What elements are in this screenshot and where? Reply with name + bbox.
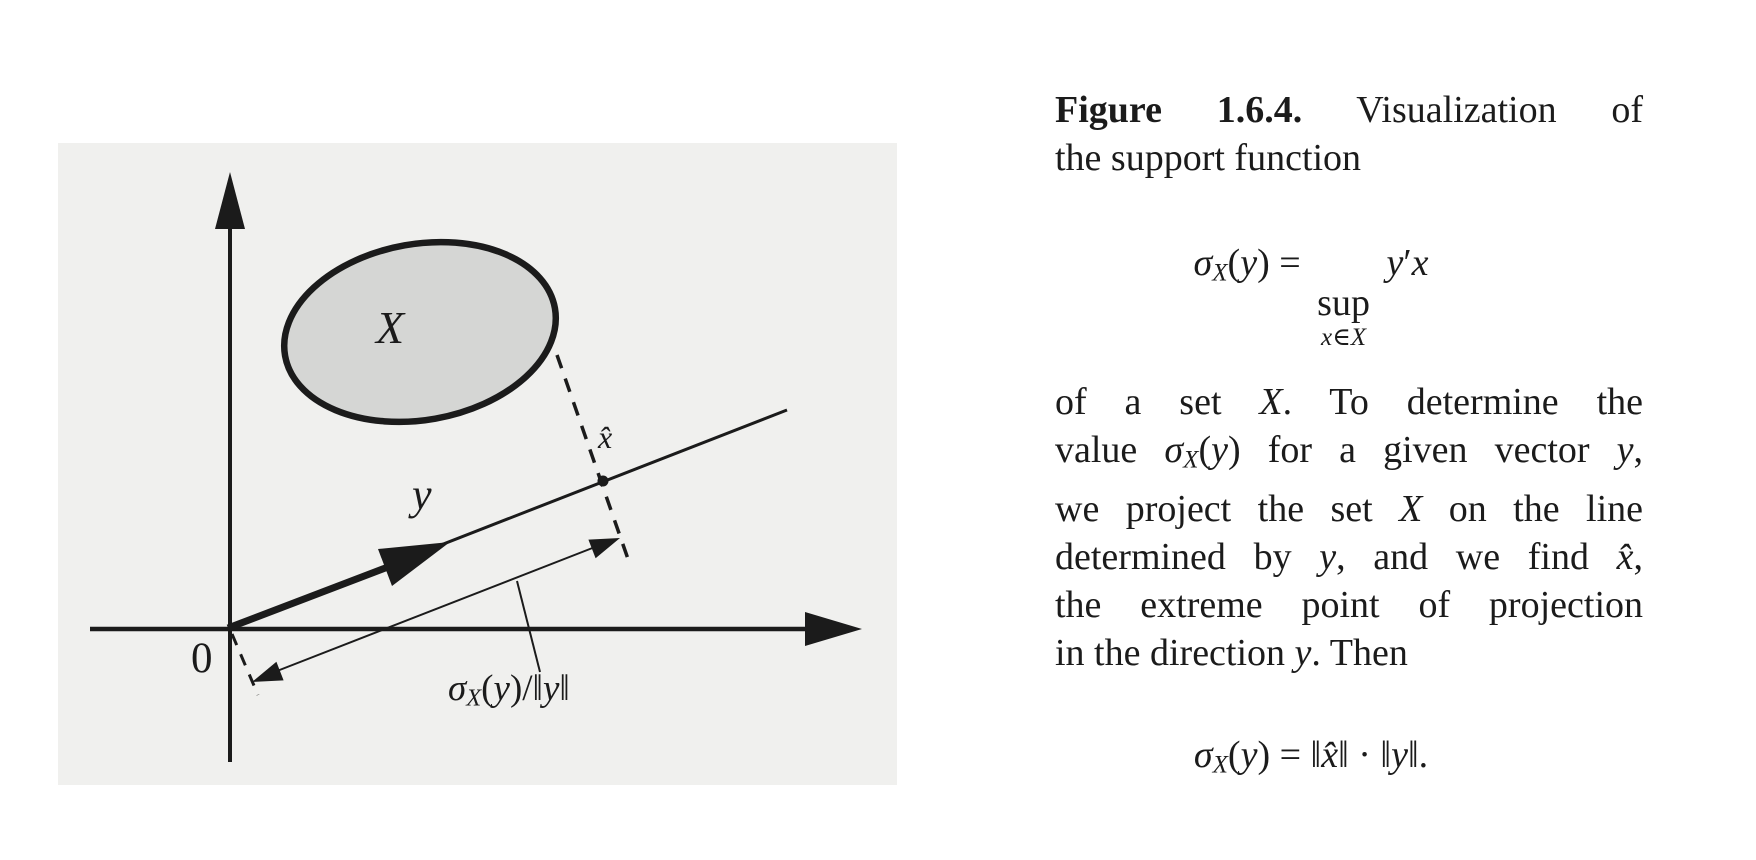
distance-arrow-shaft	[276, 546, 596, 672]
measure-distance-label: σX(y)/‖y‖	[448, 668, 570, 712]
set-x-label: X	[376, 302, 405, 353]
vector-y-arrowhead-icon	[378, 542, 450, 586]
sup-word: sup	[1317, 281, 1370, 324]
caption-body-line: the extreme point of projection	[1055, 583, 1643, 626]
support-function-definition-equation: σX(y) = sup x∈X y′x	[1017, 241, 1605, 350]
xhat-point	[597, 475, 609, 487]
caption-body-text: of a set X. To determine the value σX(y)…	[1055, 378, 1643, 677]
sup-operator-stack: sup x∈X	[1317, 284, 1370, 350]
distance-arrow-right-head-icon	[588, 538, 620, 559]
support-function-result-equation: σX(y) = ‖x̂‖ · ‖y‖.	[1193, 734, 1429, 779]
distance-arrow-left-head-icon	[252, 661, 284, 682]
xhat-label: x̂	[598, 419, 613, 455]
measure-label-leader-line	[516, 580, 541, 673]
figure-title-block: Figure 1.6.4. Visualization of the suppo…	[1055, 86, 1643, 182]
origin-dashed-tick	[230, 633, 260, 696]
equation1-lhs: σX(y) =	[1193, 242, 1301, 287]
y-axis-arrowhead-icon	[215, 172, 245, 229]
caption-body-line: in the direction y. Then	[1055, 631, 1408, 674]
origin-label: 0	[191, 635, 213, 682]
support-function-diagram-panel: X y x̂ 0 σX(y)/‖y‖	[58, 143, 897, 785]
x-axis-arrowhead-icon	[805, 612, 862, 646]
sup-constraint: x∈X	[1321, 323, 1367, 351]
caption-body-line: determined by y, and we find x̂,	[1055, 535, 1643, 578]
projection-dashed-line	[555, 354, 630, 560]
caption-body-line: of a set X. To determine the	[1055, 381, 1643, 423]
figure-title-line-1: Figure 1.6.4. Visualization of	[1055, 89, 1643, 131]
equation1-rhs: y′x	[1386, 242, 1429, 284]
vector-y-label: y	[412, 470, 432, 519]
diagram-canvas	[90, 172, 862, 762]
caption-body-line: we project the set X on the line	[1055, 487, 1644, 530]
vector-y-shaft	[226, 563, 390, 632]
set-x-ellipse	[280, 238, 560, 426]
figure-title-line-2: the support function	[1055, 137, 1362, 179]
caption-body-line: value σX(y) for a given vector y,	[1055, 429, 1644, 474]
